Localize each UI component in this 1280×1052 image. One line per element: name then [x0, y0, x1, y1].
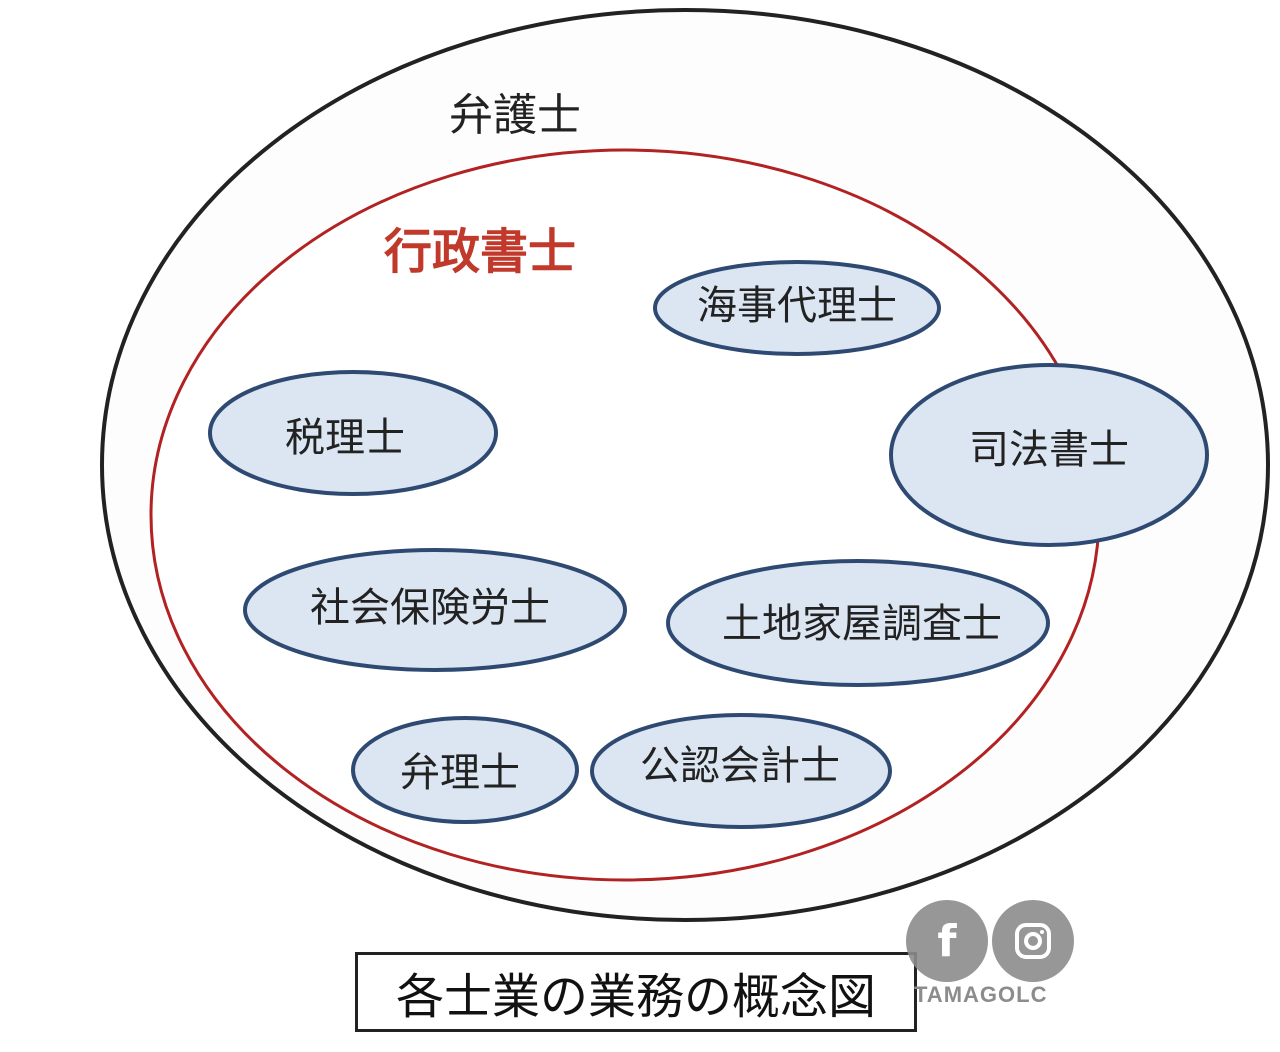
inner-label: 行政書士 [384, 224, 576, 280]
watermark-text: TAMAGOLC [914, 982, 1048, 1007]
instagram-icon [992, 900, 1074, 982]
bubble-sharoshi: 社会保険労士 [243, 548, 627, 672]
bubble-label: 公認会計士 [640, 743, 840, 789]
facebook-icon: f [906, 900, 988, 982]
bubble-shiho: 司法書士 [889, 363, 1209, 547]
bubble-zeiri: 税理士 [208, 370, 498, 496]
bubble-tochikaoku: 土地家屋調査士 [666, 559, 1050, 687]
bubble-label: 弁理士 [400, 750, 520, 796]
bubble-label: 税理士 [285, 415, 405, 461]
caption-box: 各士業の業務の概念図 [355, 952, 917, 1032]
bubble-label: 土地家屋調査士 [722, 601, 1002, 647]
outer-label: 弁護士 [449, 90, 581, 141]
bubble-kaiji: 海事代理士 [653, 260, 941, 356]
bubble-benri: 弁理士 [351, 716, 579, 824]
bubble-kaikei: 公認会計士 [590, 713, 892, 829]
bubble-label: 司法書士 [969, 427, 1129, 473]
bubble-label: 海事代理士 [697, 283, 897, 329]
bubble-label: 社会保険労士 [310, 585, 550, 631]
